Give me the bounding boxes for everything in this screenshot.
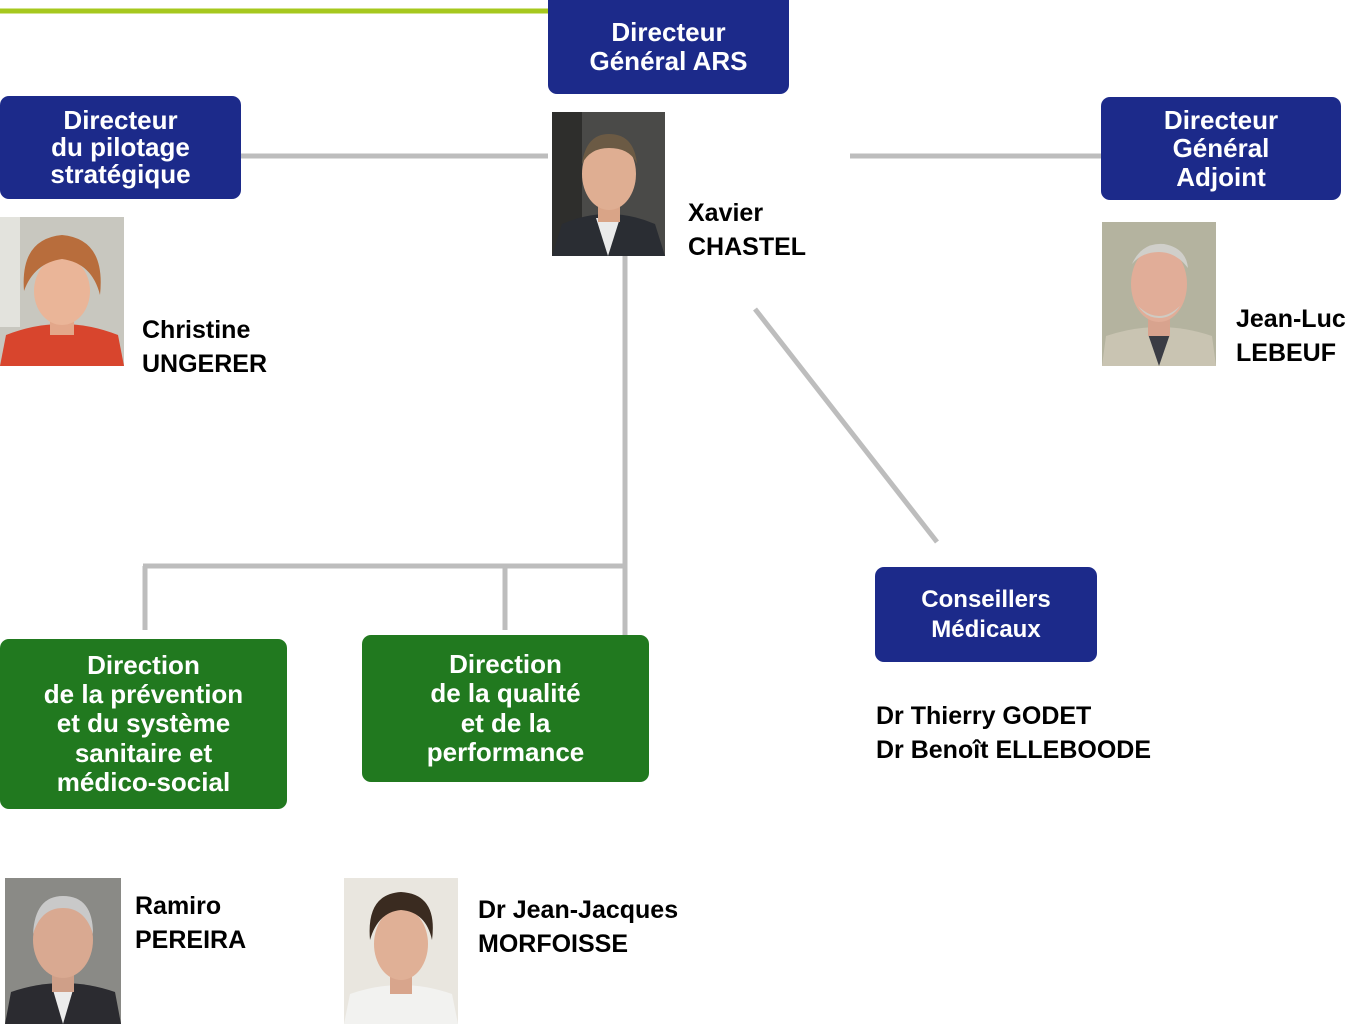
strategic-director-title-1: Directeur: [63, 104, 178, 135]
director-general-title-1: Directeur: [611, 17, 726, 48]
strategic-director-firstname: Christine: [142, 316, 251, 344]
medical-advisors-box: Conseillers Médicaux: [875, 567, 1097, 662]
deputy-director-title-3: Adjoint: [1176, 161, 1266, 192]
prevention-direction-box: Direction de la prévention et du système…: [0, 639, 287, 809]
medical-advisor-2: Dr Benoît ELLEBOODE: [876, 736, 1152, 764]
medical-advisors-title-1: Conseillers: [921, 585, 1051, 613]
prevention-director-lastname: PEREIRA: [135, 926, 247, 954]
medical-advisors-names: Dr Thierry GODET Dr Benoît ELLEBOODE: [876, 699, 1151, 767]
quality-direction-title-4: performance: [426, 736, 585, 767]
deputy-director-photo: [1102, 222, 1216, 366]
strategic-director-lastname: UNGERER: [142, 350, 268, 378]
quality-direction-box: Direction de la qualité et de la perform…: [362, 635, 649, 782]
prevention-direction-title-1: Direction: [87, 650, 200, 681]
prevention-director-name: Ramiro PEREIRA: [135, 889, 246, 957]
quality-direction-title-1: Direction: [449, 649, 562, 680]
strategic-director-box: Directeur du pilotage stratégique: [0, 96, 241, 199]
director-general-box: Directeur Général ARS: [548, 0, 789, 94]
prevention-direction-title-5: médico-social: [56, 766, 231, 797]
strategic-director-title-3: stratégique: [50, 159, 191, 190]
prevention-director-photo: [5, 878, 121, 1024]
prevention-direction-title-4: sanitaire et: [74, 737, 213, 768]
deputy-director-box: Directeur Général Adjoint: [1101, 97, 1341, 200]
strategic-director-name: Christine UNGERER: [142, 313, 267, 381]
prevention-director-firstname: Ramiro: [135, 892, 222, 920]
quality-director-name: Dr Jean-Jacques MORFOISSE: [478, 893, 678, 961]
quality-direction-title-3: et de la: [460, 707, 551, 738]
quality-director-firstname: Dr Jean-Jacques: [478, 896, 679, 924]
medical-advisors-title-2: Médicaux: [931, 615, 1041, 643]
prevention-direction-title-3: et du système: [56, 708, 231, 739]
deputy-director-name: Jean-Luc LEBEUF: [1236, 302, 1346, 370]
director-general-title-2: Général ARS: [589, 46, 748, 76]
deputy-director-title-2: Général: [1172, 133, 1270, 164]
strategic-director-title-2: du pilotage: [51, 131, 190, 162]
quality-direction-title-2: de la qualité: [430, 678, 581, 709]
director-general-lastname: CHASTEL: [688, 233, 807, 261]
deputy-director-lastname: LEBEUF: [1236, 339, 1336, 367]
strategic-director-photo: [0, 217, 124, 366]
prevention-direction-title-2: de la prévention: [43, 679, 244, 710]
quality-director-lastname: MORFOISSE: [478, 930, 629, 958]
director-general-firstname: Xavier: [688, 199, 764, 227]
deputy-director-title-1: Directeur: [1163, 104, 1279, 135]
medical-advisor-1: Dr Thierry GODET: [876, 702, 1092, 730]
director-general-name: Xavier CHASTEL: [688, 196, 806, 264]
quality-director-photo: [344, 878, 458, 1024]
director-general-photo: [552, 112, 665, 256]
deputy-director-firstname: Jean-Luc: [1236, 305, 1346, 333]
connector-medical: [753, 307, 939, 544]
